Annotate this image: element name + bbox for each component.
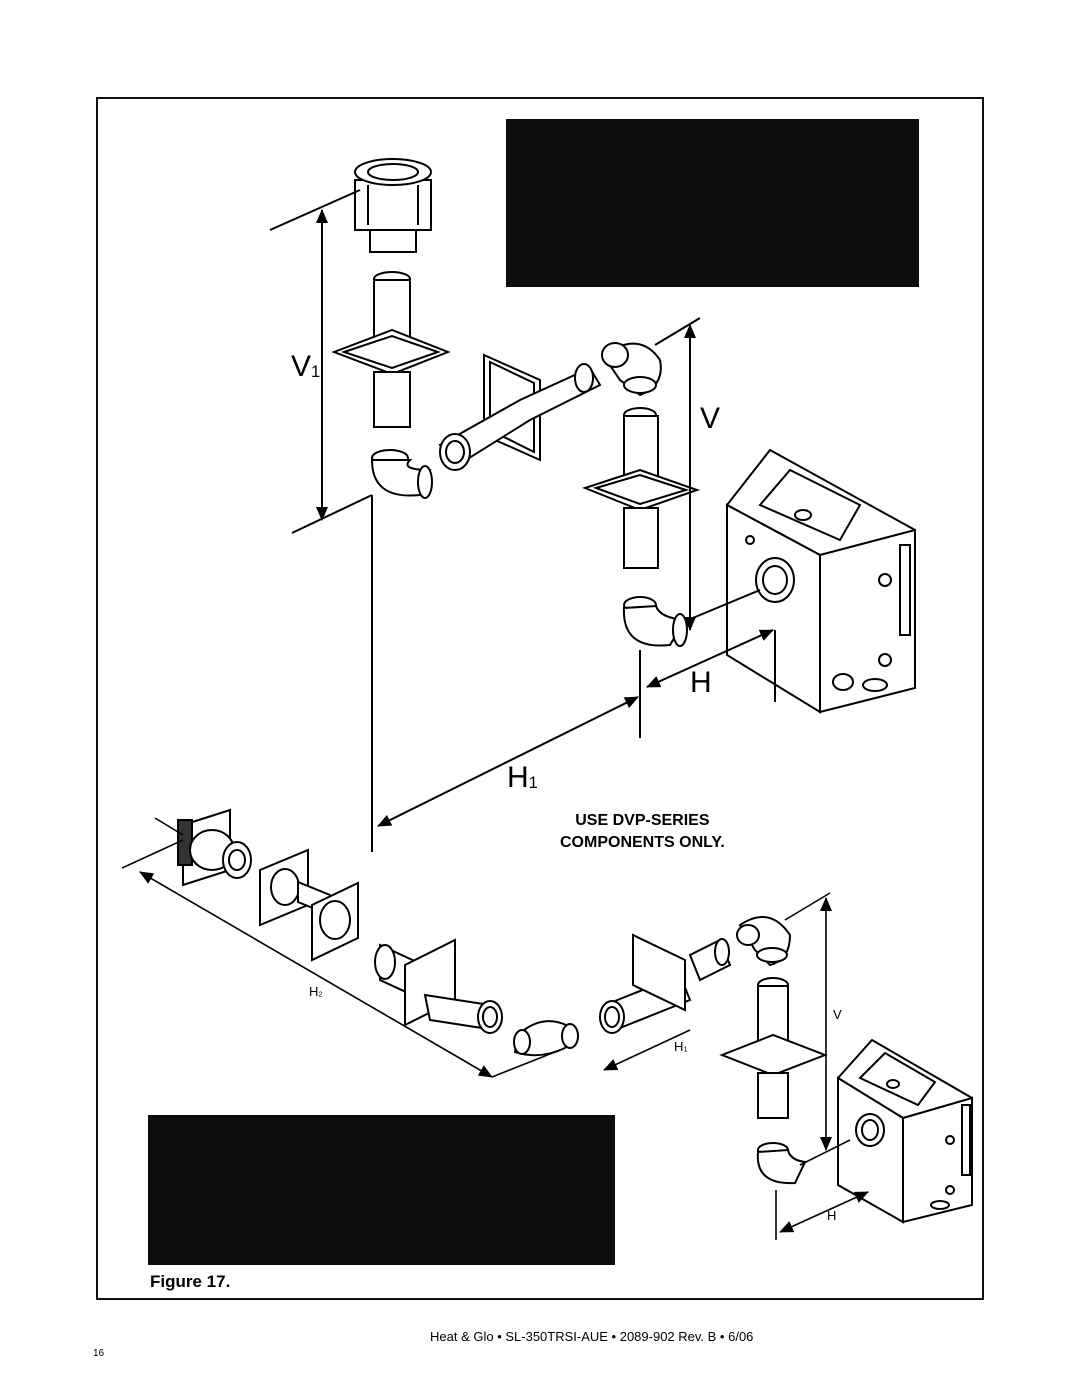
page-footer: Heat & Glo • SL-350TRSI-AUE • 2089-902 R… xyxy=(430,1329,754,1344)
pipes-lower-right xyxy=(599,933,732,1034)
note-line-1: USE DVP-SERIES xyxy=(575,812,710,829)
figure-frame xyxy=(96,97,984,1300)
dimension-lines-upper xyxy=(269,189,776,852)
elbow-upper-right xyxy=(601,342,662,397)
dimension-lines-lower xyxy=(121,817,869,1240)
vertical-pipe-lower xyxy=(719,977,828,1185)
label-h2-small: H2 xyxy=(309,984,323,999)
label-h-small: H xyxy=(827,1208,837,1223)
label-v1: V1 xyxy=(291,350,321,383)
fireplace-unit-lower xyxy=(836,1038,973,1224)
termination-cap xyxy=(354,158,432,253)
label-v: V xyxy=(700,402,721,435)
redacted-block-top xyxy=(506,119,919,287)
wall-thimble-upper xyxy=(438,353,602,471)
label-h: H xyxy=(690,666,712,699)
elbow-lower-middle xyxy=(513,1020,579,1057)
dvp-series-note: USE DVP-SERIES COMPONENTS ONLY. xyxy=(560,810,725,854)
elbow-lower-right xyxy=(622,604,688,647)
horizontal-termination xyxy=(177,808,252,887)
figure-caption: Figure 17. xyxy=(150,1272,231,1291)
fireplace-unit-upper xyxy=(725,448,916,714)
wall-plates-lower xyxy=(259,848,503,1034)
vertical-pipe-upper xyxy=(331,271,451,467)
note-line-2: COMPONENTS ONLY. xyxy=(560,834,725,851)
label-h1-small: H1 xyxy=(674,1039,688,1054)
redacted-block-bottom xyxy=(148,1115,615,1265)
vertical-pipe-right xyxy=(582,407,701,614)
label-h1: H1 xyxy=(507,761,538,794)
label-v-small: V xyxy=(833,1007,842,1022)
elbow-upper-left xyxy=(370,459,433,499)
elbow-lower-top xyxy=(736,916,792,967)
page-number: 16 xyxy=(93,1348,105,1359)
